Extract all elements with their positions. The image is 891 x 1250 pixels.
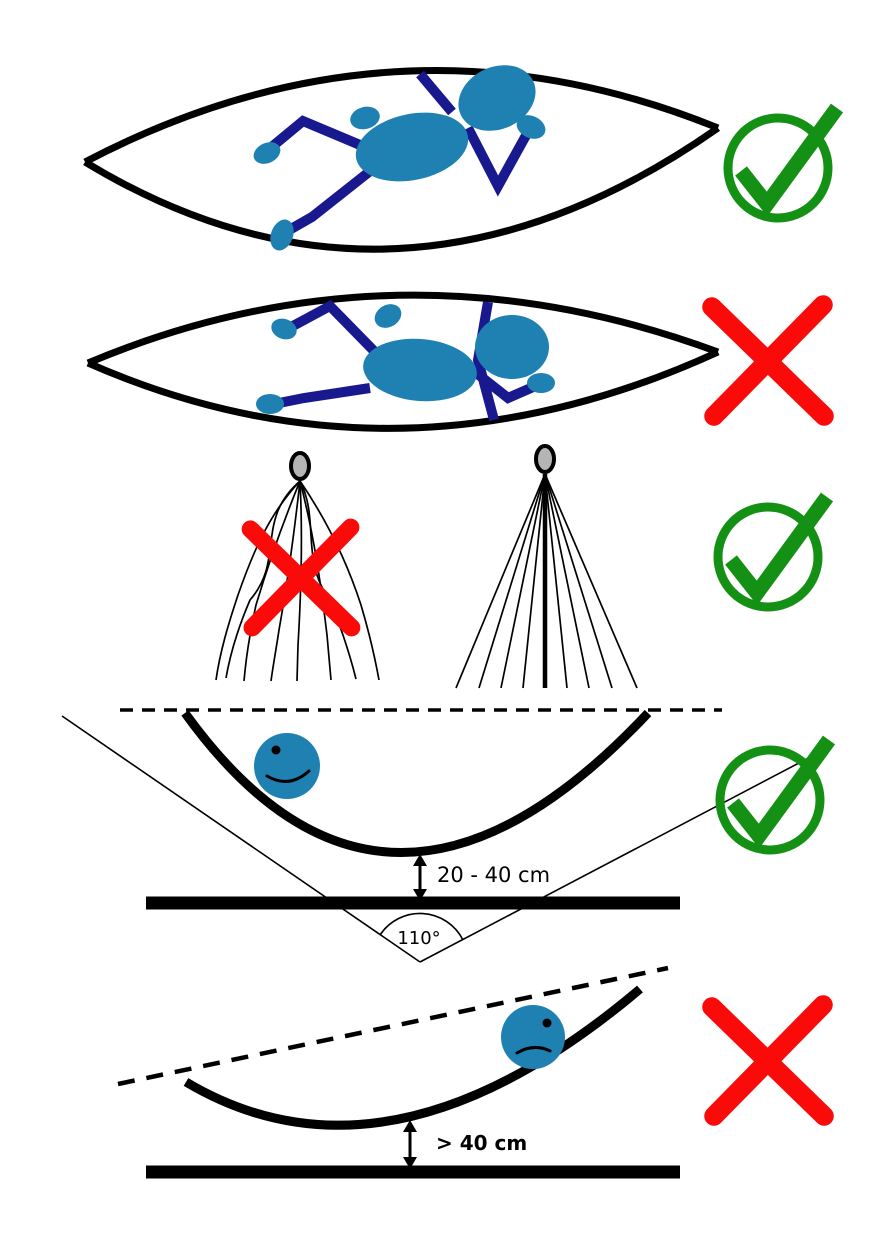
rope-line — [522, 473, 546, 689]
rope-line — [544, 473, 613, 689]
figure-hand — [527, 373, 555, 393]
figure-head — [475, 315, 549, 379]
face-smile — [265, 769, 311, 783]
rope-line — [270, 480, 301, 682]
rope-line — [544, 473, 590, 689]
figure-hand — [516, 115, 546, 139]
rope-line — [299, 480, 380, 681]
height-label: 20 - 40 cm — [437, 863, 550, 887]
angle-line-left — [61, 715, 421, 963]
rope-line — [544, 473, 638, 689]
angle-line-right — [419, 752, 819, 963]
cross-icon — [712, 1005, 824, 1116]
angle-arc — [379, 912, 464, 941]
figure-torso — [363, 338, 477, 402]
figure-torso — [355, 112, 469, 182]
face-frown — [515, 1046, 552, 1055]
rope-line — [500, 473, 546, 689]
sad-face — [501, 1005, 565, 1069]
figure-head — [458, 65, 536, 131]
rope-line — [215, 480, 301, 681]
figure-hand — [374, 304, 402, 328]
figure-leg — [273, 383, 371, 409]
hammock-top-edge — [83, 67, 720, 166]
tilted-hang-line — [117, 965, 669, 1087]
arrowhead-down — [403, 1157, 417, 1169]
hammock-curve — [183, 985, 643, 1130]
rope-line — [225, 480, 301, 679]
bunched-suspension — [215, 451, 380, 682]
figure-foot — [256, 394, 284, 414]
arrowhead-up — [413, 854, 427, 866]
suspension-knot — [534, 444, 556, 474]
figure-arm — [416, 70, 456, 116]
angle-label: 110° — [397, 928, 440, 949]
arrowhead-up — [403, 1120, 417, 1132]
panel-too-tight: > 40 cm — [117, 965, 824, 1179]
figure-leg — [264, 115, 374, 155]
figure-foot — [253, 142, 281, 164]
panel-suspension — [215, 444, 827, 689]
figure-foot — [271, 318, 297, 340]
rope-line — [478, 473, 546, 689]
hammock-top-edge — [86, 291, 720, 367]
figure-arm — [472, 301, 499, 422]
height-label: > 40 cm — [436, 1131, 527, 1155]
face-eye — [542, 1018, 552, 1028]
figure-hand — [350, 106, 380, 130]
rope-line — [455, 473, 546, 689]
hammock-curve — [181, 709, 652, 857]
figure-arm — [466, 364, 543, 404]
panel-correct-sag: 20 - 40 cm 110° — [61, 708, 829, 963]
checkmark-icon — [718, 497, 827, 607]
happy-face — [254, 733, 320, 799]
arrowhead-down — [413, 889, 427, 901]
figure-arm — [463, 125, 534, 197]
rope-line — [544, 473, 568, 689]
face-eye — [271, 745, 281, 755]
hammock-bottom-edge — [86, 348, 720, 432]
figure-leg — [288, 299, 379, 356]
figure-leg — [281, 164, 378, 238]
hammock-bottom-edge — [83, 125, 721, 253]
panel-lie-diagonal — [83, 65, 837, 253]
spread-suspension — [455, 444, 638, 689]
suspension-knot — [289, 451, 311, 481]
checkmark-icon — [728, 108, 837, 218]
cross-icon — [712, 305, 824, 416]
figure-foot — [270, 219, 294, 251]
panel-lie-straight — [86, 291, 824, 432]
rope-line — [243, 480, 301, 682]
